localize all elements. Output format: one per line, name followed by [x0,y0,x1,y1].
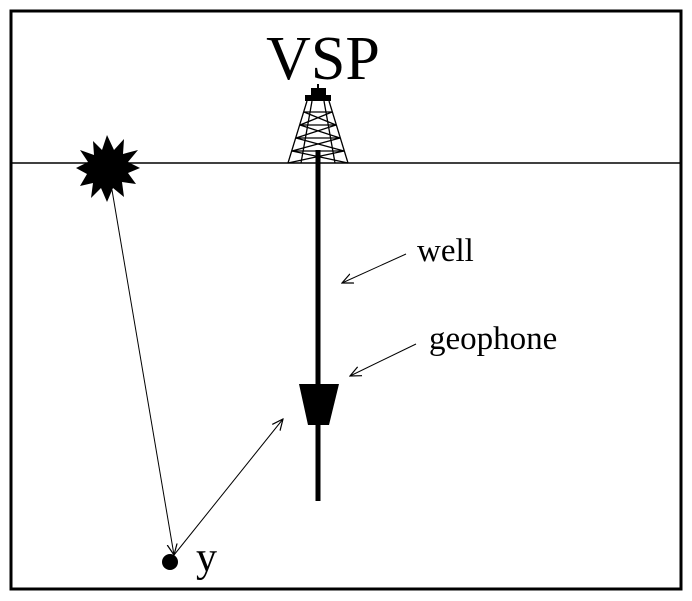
geophone-shape [299,384,339,425]
well-label: well [417,233,474,269]
point-label: y [196,535,217,581]
diagram-title: VSP [266,25,380,93]
explosion-burst-icon [76,135,140,202]
reflection-point [162,554,178,570]
well-pointer-arrow [342,253,407,283]
geophone-pointer-arrow [350,343,417,376]
diagram-frame [9,9,683,591]
incident-ray [111,189,174,555]
geophone-label: geophone [429,321,557,357]
reflected-ray [173,419,283,556]
